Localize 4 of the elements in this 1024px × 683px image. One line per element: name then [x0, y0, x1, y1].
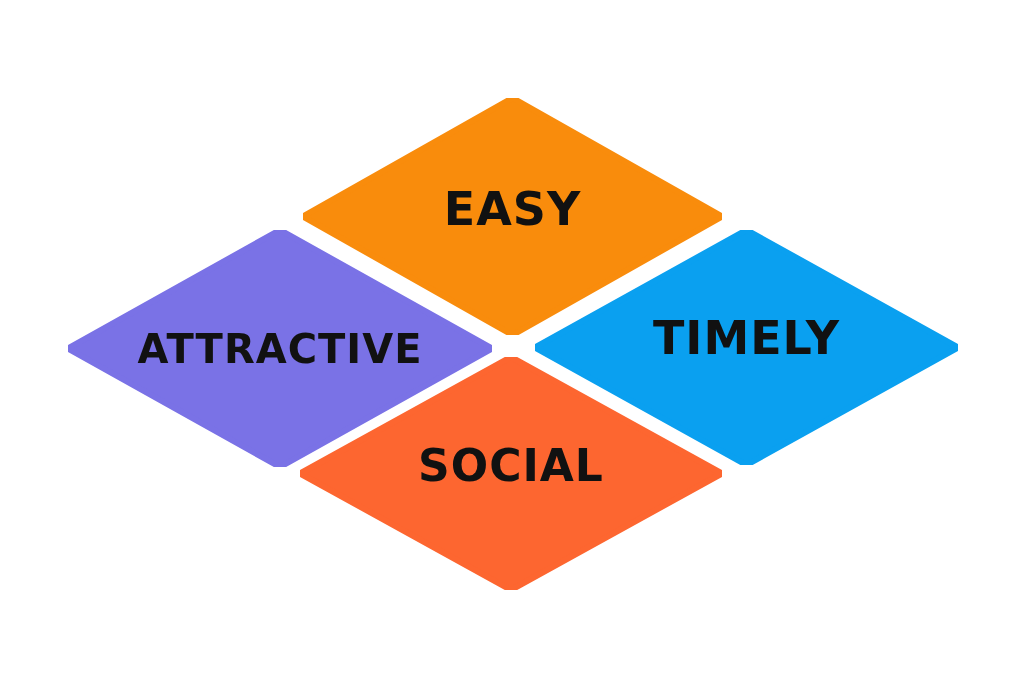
diamond-label: EASY [443, 181, 582, 236]
diamond-label: TIMELY [652, 310, 841, 365]
diamond-label: SOCIAL [418, 440, 604, 491]
diamond-label: ATTRACTIVE [137, 325, 423, 372]
